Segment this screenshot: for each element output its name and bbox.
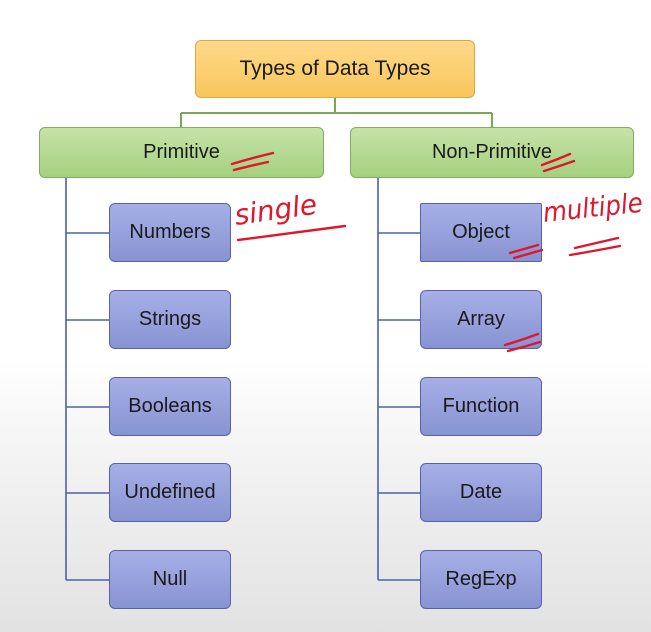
category-label: Primitive: [143, 141, 220, 163]
item-label: Array: [457, 308, 505, 330]
category-non-primitive: Non-Primitive: [350, 127, 634, 178]
category-primitive: Primitive: [39, 127, 324, 178]
item-label: Undefined: [124, 481, 216, 503]
item-label: Date: [459, 481, 503, 503]
primitive-connectors: [65, 178, 109, 581]
item-array: Array: [420, 290, 542, 349]
root-label: Types of Data Types: [239, 57, 431, 80]
item-label: RegExp: [445, 568, 517, 590]
item-numbers: Numbers: [109, 203, 231, 262]
item-undefined: Undefined: [109, 463, 231, 522]
nonprimitive-connectors: [377, 178, 420, 581]
root-connectors: [180, 98, 493, 127]
item-label: Object: [452, 221, 510, 243]
item-label: Null: [152, 568, 188, 590]
item-label: Booleans: [128, 395, 212, 417]
item-label: Numbers: [129, 221, 211, 243]
item-regexp: RegExp: [420, 550, 542, 609]
item-booleans: Booleans: [109, 377, 231, 436]
item-label: Strings: [138, 308, 202, 330]
item-function: Function: [420, 377, 542, 436]
item-strings: Strings: [109, 290, 231, 349]
item-label: Function: [442, 395, 520, 417]
item-date: Date: [420, 463, 542, 522]
root-node: Types of Data Types: [195, 40, 475, 98]
item-null: Null: [109, 550, 231, 609]
item-object: Object: [420, 203, 542, 262]
category-label: Non-Primitive: [431, 141, 553, 163]
